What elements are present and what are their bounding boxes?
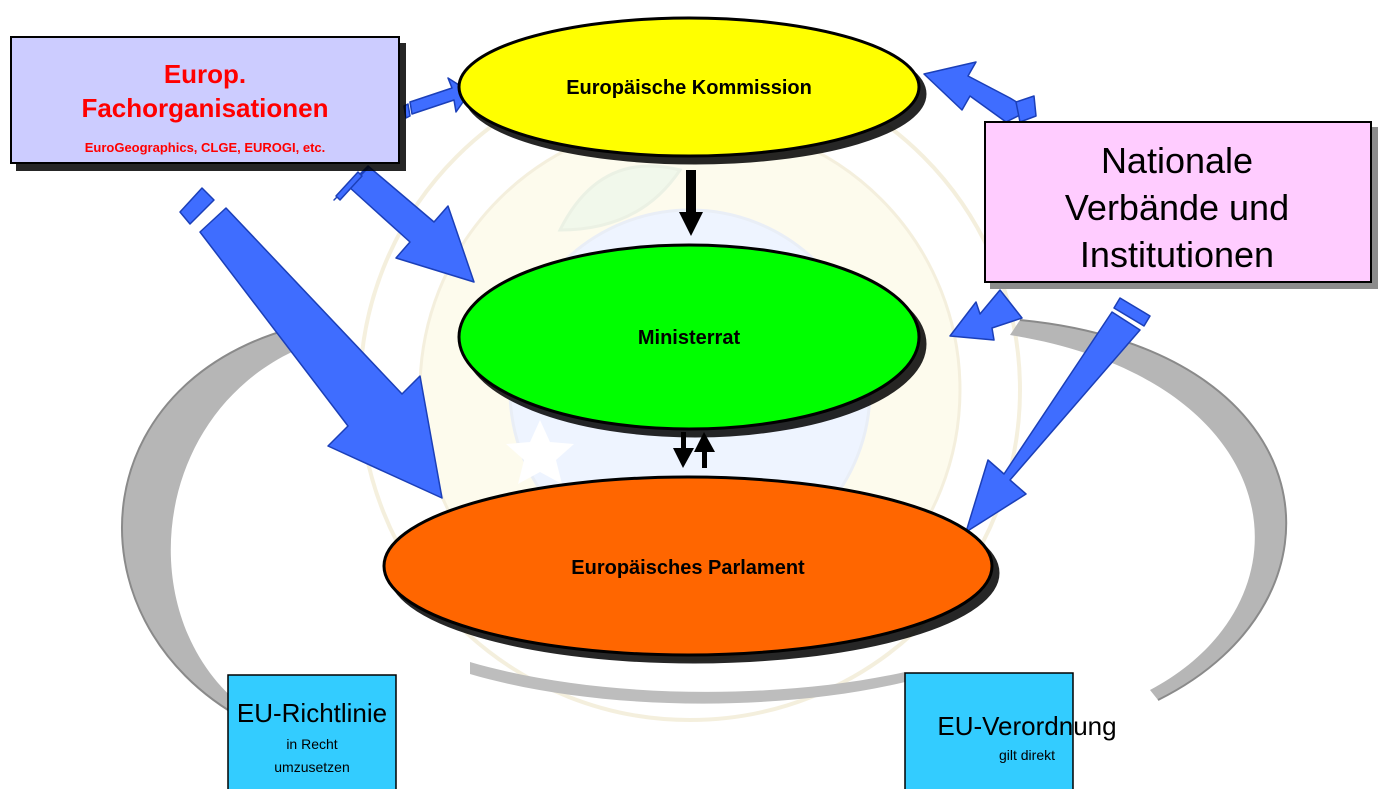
arrow-kommission-to-ministerrat [679, 170, 703, 236]
arrow-ministerrat-to-parlament [673, 432, 694, 468]
nationale-line1: Nationale [1101, 140, 1253, 181]
verordnung-sub-line1: gilt direkt [999, 747, 1055, 763]
parlament-node: Europäisches Parlament [382, 475, 994, 657]
nationale-line2: Verbände und [1065, 187, 1289, 228]
arrow-parlament-to-ministerrat [694, 432, 715, 468]
cycle-ring [121, 319, 1288, 721]
parlament-label: Europäisches Parlament [571, 557, 805, 579]
arrow-nationale-to-ministerrat [949, 289, 1023, 341]
richtlinie-sub-line2: umzusetzen [274, 759, 349, 775]
arrow-nationale-to-kommission [923, 61, 1037, 123]
nationale-line3: Institutionen [1080, 234, 1274, 275]
nationale-box: Nationale Verbände und Institutionen [984, 121, 1372, 283]
arrow-fachorg-to-parlament [179, 187, 443, 499]
richtlinie-title: EU-Richtlinie [237, 698, 387, 728]
arrow-nationale-to-parlament [965, 297, 1151, 533]
richtlinie-sub-line1: in Recht [286, 736, 337, 752]
arrow-fachorg-to-ministerrat [333, 165, 475, 283]
verordnung-title: EU-Verordnung [937, 711, 1116, 741]
fachorg-title-line1: Europ. [164, 59, 246, 89]
fachorganisationen-box: Europ. Fachorganisationen EuroGeographic… [10, 36, 400, 164]
ministerrat-label: Ministerrat [638, 327, 741, 349]
arrows [179, 61, 1151, 533]
ministerrat-node: Ministerrat [457, 243, 921, 431]
black-arrows [673, 170, 715, 468]
fachorg-title-line2: Fachorganisationen [81, 93, 328, 123]
kommission-label: Europäische Kommission [566, 77, 812, 99]
fachorg-subtitle: EuroGeographics, CLGE, EUROGI, etc. [85, 140, 326, 155]
kommission-node: Europäische Kommission [457, 16, 921, 158]
verordnung-box: EU-Verordnung gilt direkt [904, 672, 1117, 789]
richtlinie-box: EU-Richtlinie in Recht umzusetzen [227, 674, 397, 789]
